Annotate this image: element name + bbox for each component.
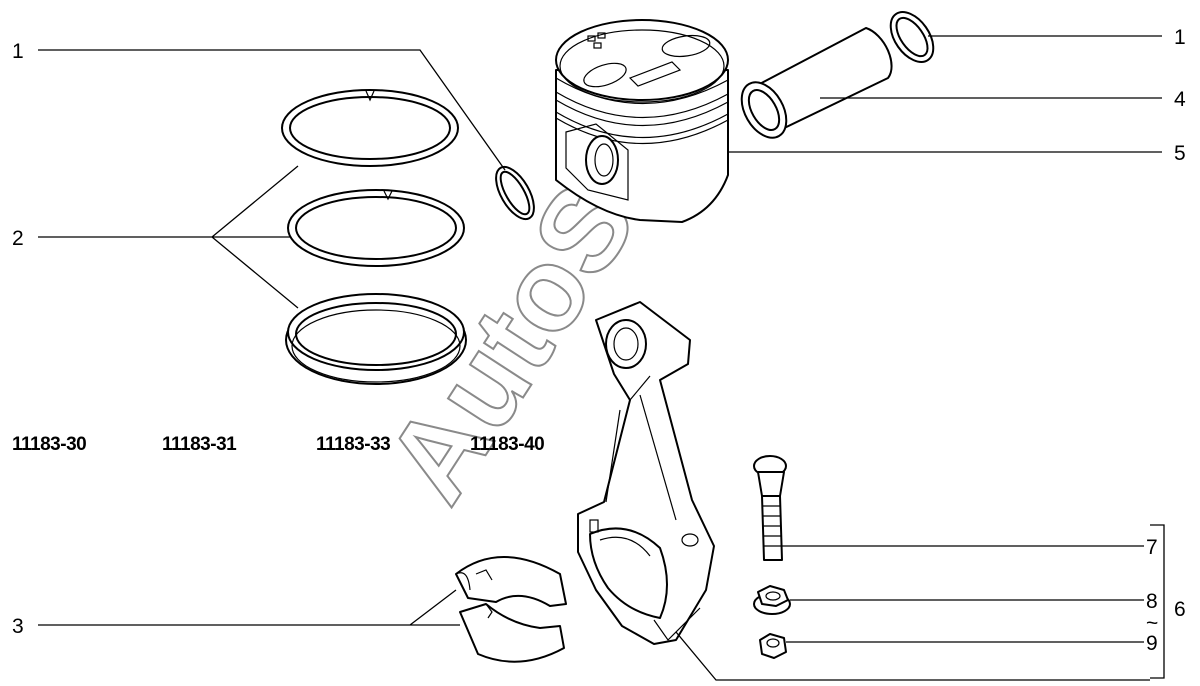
callout-3: 3: [12, 615, 24, 638]
compression-ring-middle: [287, 189, 465, 267]
callout-9: 9: [1146, 632, 1158, 655]
compression-ring-top: [281, 89, 459, 167]
piston-rings: [281, 89, 467, 385]
callout-2: 2: [12, 227, 24, 250]
callout-7: 7: [1146, 536, 1158, 559]
leader-lines: [38, 35, 1165, 681]
callout-6: 6: [1174, 598, 1186, 621]
hex-nut: [759, 633, 787, 659]
callout-8: 8: [1146, 590, 1158, 613]
callout-1-left: 1: [12, 40, 24, 63]
bracket-6: [1150, 524, 1165, 679]
part-code-4: 11183-40: [470, 434, 544, 455]
flange-nut: [753, 585, 791, 615]
leader-1-left: [38, 49, 506, 171]
part-code-3: 11183-33: [316, 434, 390, 455]
part-codes: 11183-30 11183-31 11183-33 11183-40: [12, 434, 545, 455]
callout-4: 4: [1174, 88, 1186, 111]
connecting-rod: [577, 301, 715, 645]
leader-3: [38, 589, 460, 626]
oil-control-ring: [285, 293, 467, 385]
circlip-left: [495, 165, 535, 221]
leader-rod: [675, 631, 1150, 681]
piston-pin: [740, 27, 893, 139]
bearing-shells: [455, 556, 567, 663]
leader-2: [38, 165, 299, 309]
piston: [555, 19, 729, 223]
part-code-1: 11183-30: [12, 434, 86, 455]
part-code-2: 11183-31: [162, 434, 237, 455]
rod-bolt: [753, 455, 787, 561]
callout-labels: 1 2 3 1 4 5 7 8 ~ 9 6: [12, 26, 1186, 655]
callout-tilde: ~: [1146, 612, 1158, 635]
callout-1-right: 1: [1174, 26, 1186, 49]
callout-5: 5: [1174, 142, 1186, 165]
circlip-right: [889, 11, 935, 63]
